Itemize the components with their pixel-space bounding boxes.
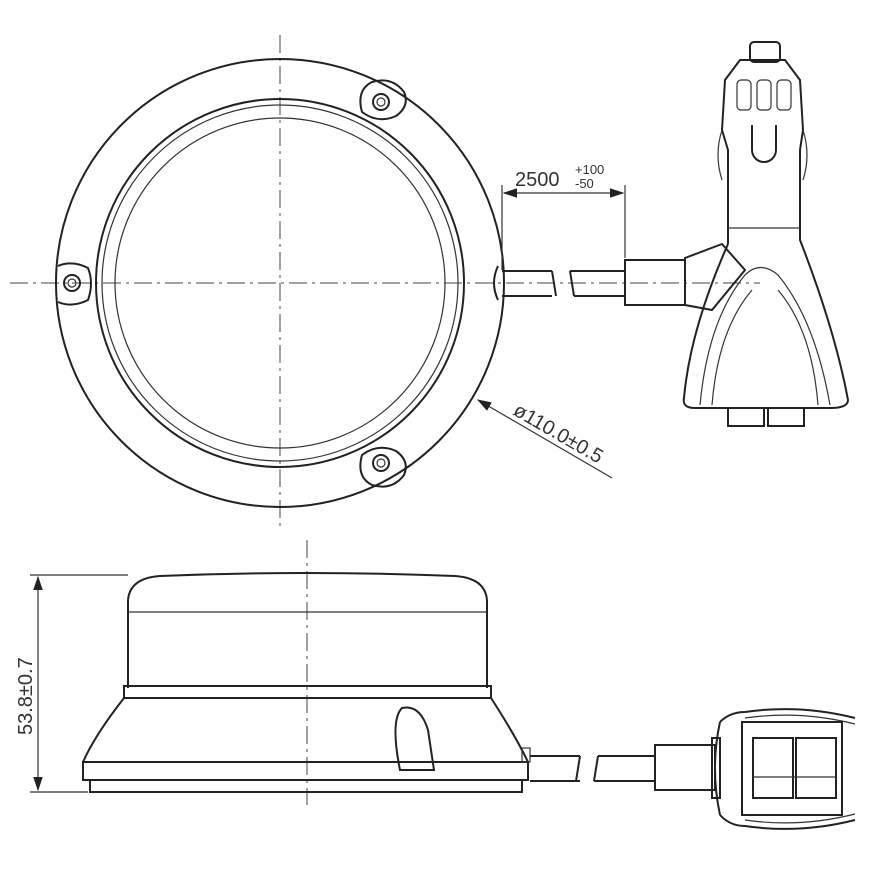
cigarette-plug-top xyxy=(624,41,850,427)
mounting-hole xyxy=(359,446,407,488)
cable xyxy=(530,755,655,782)
lens xyxy=(114,117,446,449)
cigarette-plug-side xyxy=(654,708,856,830)
mounting-hole xyxy=(359,79,407,121)
outer-flange xyxy=(55,58,505,508)
cable-length-dimension: 2500 +100 -50 xyxy=(501,162,626,270)
dome xyxy=(127,572,488,601)
cable-length-lower-tol: -50 xyxy=(575,176,594,191)
side-view: 53.8±0.7 xyxy=(15,540,856,830)
height-value: 53.8±0.7 xyxy=(15,657,37,735)
height-dimension: 53.8±0.7 xyxy=(15,574,128,793)
mounting-hole xyxy=(57,262,92,306)
cable xyxy=(502,270,625,297)
cable-gland xyxy=(394,706,436,771)
cable-length-value: 2500 xyxy=(515,169,560,191)
diameter-value: ø110.0±0.5 xyxy=(510,399,607,468)
diameter-dimension: ø110.0±0.5 xyxy=(476,399,613,479)
top-view: 2500 +100 -50 ø110.0±0.5 xyxy=(10,35,850,530)
cable-length-upper-tol: +100 xyxy=(575,162,604,177)
lens-ring xyxy=(95,98,465,468)
